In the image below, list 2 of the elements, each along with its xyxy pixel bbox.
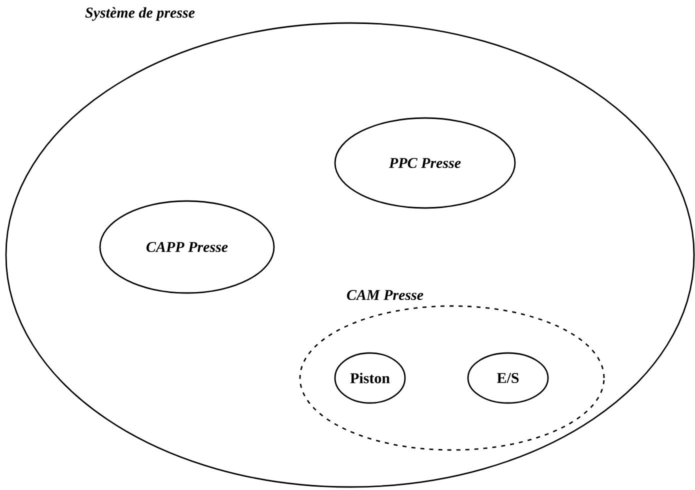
node-label: Système de presse (85, 7, 195, 21)
node-label: CAM Presse (346, 290, 424, 300)
